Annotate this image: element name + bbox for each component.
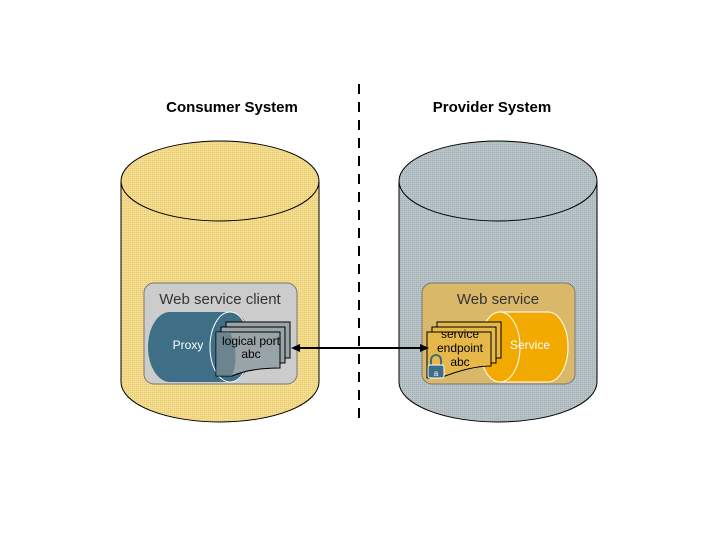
endpoint-label-2: endpoint (437, 341, 484, 355)
service-label: Service (510, 338, 550, 352)
logical-port-label: logical port (222, 334, 281, 348)
lock-label: a (434, 369, 439, 378)
proxy-label: Proxy (173, 338, 204, 352)
web-service-client-box: Web service client Proxy logical port ab… (143, 282, 298, 385)
provider-system-title: Provider System (433, 99, 551, 116)
web-service-box: Web service Service service endpoint abc… (421, 282, 576, 385)
logical-port-documents: logical port abc (215, 321, 291, 377)
logical-port-name: abc (241, 347, 260, 361)
web-service-label: Web service (457, 291, 539, 308)
web-service-client-label: Web service client (159, 291, 281, 308)
connection-arrow (291, 344, 429, 352)
lock-icon: a (427, 354, 445, 379)
endpoint-label-1: service (441, 327, 479, 341)
consumer-system-title: Consumer System (166, 99, 298, 116)
endpoint-label-3: abc (450, 355, 469, 369)
service-endpoint-documents: service endpoint abc (426, 321, 502, 379)
